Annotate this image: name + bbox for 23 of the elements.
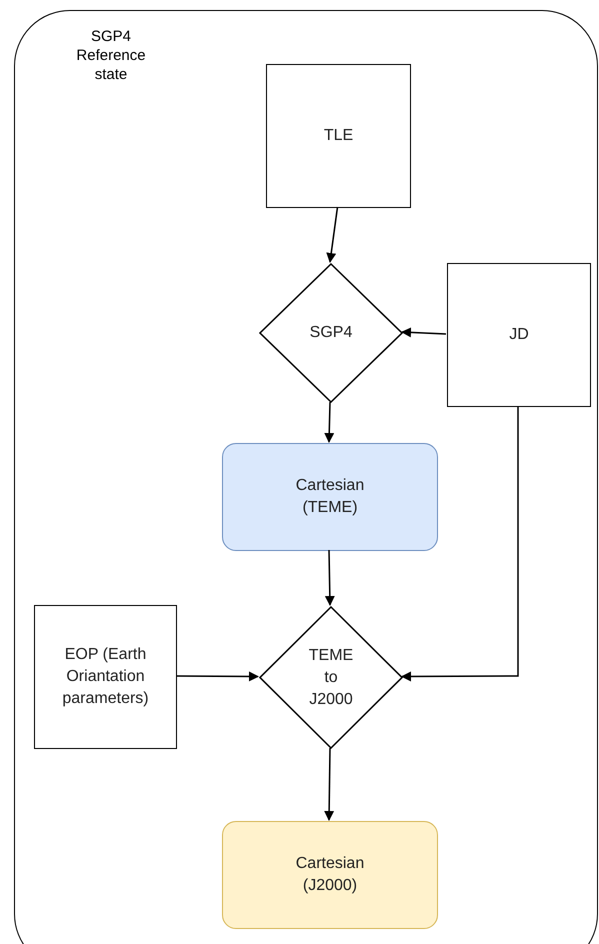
process-box [447,263,591,407]
node-label: Cartesian (TEME) [294,476,366,518]
arrow [176,671,259,682]
node-label: SGP4 [310,323,352,343]
arrow [401,406,519,682]
decision-diamond [259,263,403,403]
process-box [34,605,177,749]
arrow [401,327,446,338]
decision-diamond [259,606,403,749]
arrow [324,748,334,821]
node-label: Cartesian (J2000) [294,854,366,896]
arrow [324,550,335,606]
group-container [14,10,598,944]
node-label: TEME to J2000 [308,646,354,710]
arrow [324,402,334,443]
arrow [326,206,338,263]
group-title: SGP4 Reference state [75,27,147,84]
process-box [222,821,438,929]
process-box [222,443,438,551]
node-label: EOP (Earth Oriantation parameters) [61,645,150,709]
node-label: JD [509,325,529,345]
process-box [266,64,411,208]
node-label: TLE [324,126,354,146]
